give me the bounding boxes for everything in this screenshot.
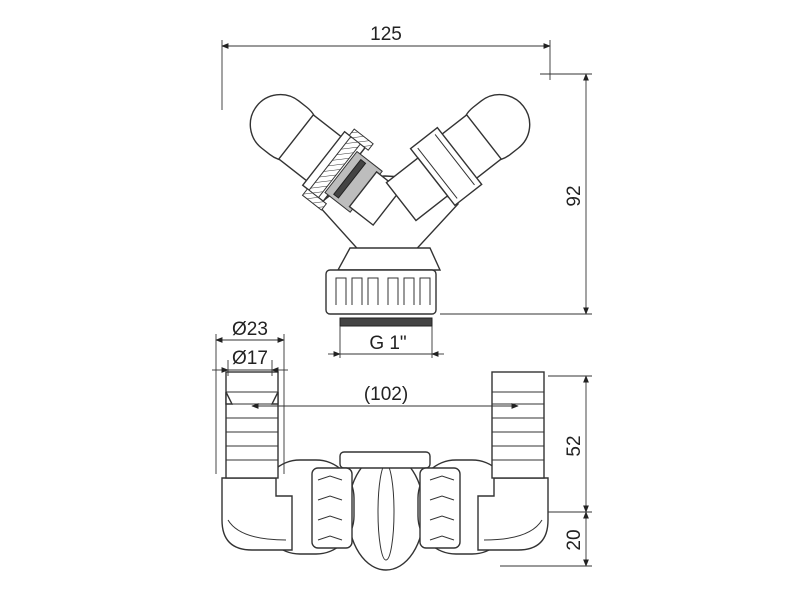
dim-label-92: 92 bbox=[564, 185, 585, 206]
dim-label-102: (102) bbox=[364, 384, 408, 405]
left-nozzle bbox=[221, 371, 293, 551]
y-valve-top-view: 125 92 G 1" bbox=[221, 24, 592, 358]
valve-side-view: Ø23 Ø17 (102) 52 20 bbox=[212, 319, 592, 571]
dim-label-125: 125 bbox=[370, 24, 402, 45]
right-arm bbox=[385, 93, 531, 222]
dim-overall-width: 125 bbox=[221, 24, 551, 110]
dim-label-20: 20 bbox=[564, 529, 585, 550]
right-nozzle bbox=[477, 371, 549, 551]
dim-nozzle-height: 52 bbox=[548, 375, 592, 513]
dim-label-52: 52 bbox=[564, 435, 585, 456]
dim-label-d23: Ø23 bbox=[232, 319, 268, 340]
dim-label-d17: Ø17 bbox=[232, 348, 268, 369]
dim-spacing: (102) bbox=[251, 384, 519, 409]
dim-label-thread: G 1" bbox=[369, 333, 406, 354]
dim-overall-height: 92 bbox=[440, 73, 592, 315]
dim-base-height: 20 bbox=[500, 511, 592, 567]
union-nut bbox=[325, 269, 437, 327]
dim-inner-diameter: Ø17 bbox=[212, 348, 288, 376]
left-arm bbox=[249, 93, 402, 227]
dim-thread: G 1" bbox=[328, 326, 444, 358]
